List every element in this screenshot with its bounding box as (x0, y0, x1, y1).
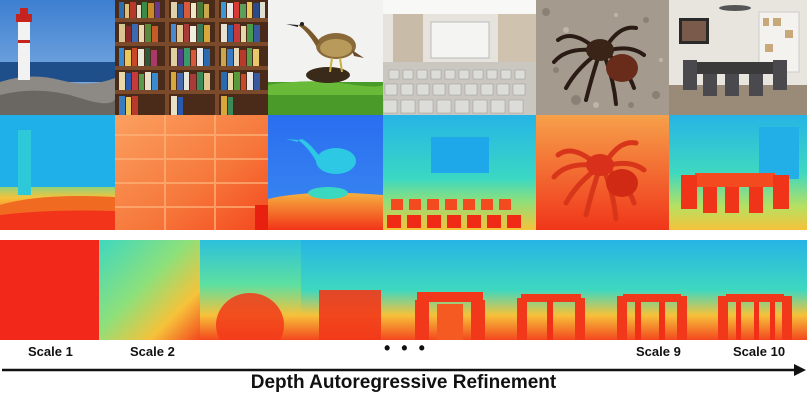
scale-9-label: Scale 9 (636, 344, 681, 359)
tarantula-depth (536, 115, 669, 230)
scale-2-label: Scale 2 (130, 344, 175, 359)
scale-10-depth (702, 240, 807, 340)
scale-1-depth (0, 240, 99, 340)
bookshelf-depth (115, 115, 268, 230)
scale-2-depth (99, 240, 200, 340)
refinement-scales-row (0, 240, 807, 340)
heron-depth (268, 115, 383, 230)
lecture-hall-photo (383, 0, 536, 115)
progress-arrow-icon (2, 364, 806, 376)
lecture-hall-depth (383, 115, 536, 230)
lighthouse-photo (0, 0, 115, 115)
scale-1-label: Scale 1 (28, 344, 73, 359)
scale-5-depth (401, 240, 501, 340)
scale-4-depth (301, 240, 401, 340)
scale-3-depth (200, 240, 301, 340)
bookshelf-photo (115, 0, 268, 115)
depth-map-row (0, 115, 807, 230)
dining-room-depth (669, 115, 807, 230)
rgb-photo-row (0, 0, 807, 115)
scale-10-label: Scale 10 (733, 344, 786, 359)
scale-6-depth (501, 240, 601, 340)
lighthouse-depth (0, 115, 115, 230)
dining-room-photo (669, 0, 807, 115)
tarantula-photo (536, 0, 669, 115)
figure-caption: Depth Autoregressive Refinement (250, 372, 557, 393)
scale-9-depth (601, 240, 702, 340)
heron-bird-photo (268, 0, 383, 115)
ellipsis-label: • • • (384, 338, 428, 358)
